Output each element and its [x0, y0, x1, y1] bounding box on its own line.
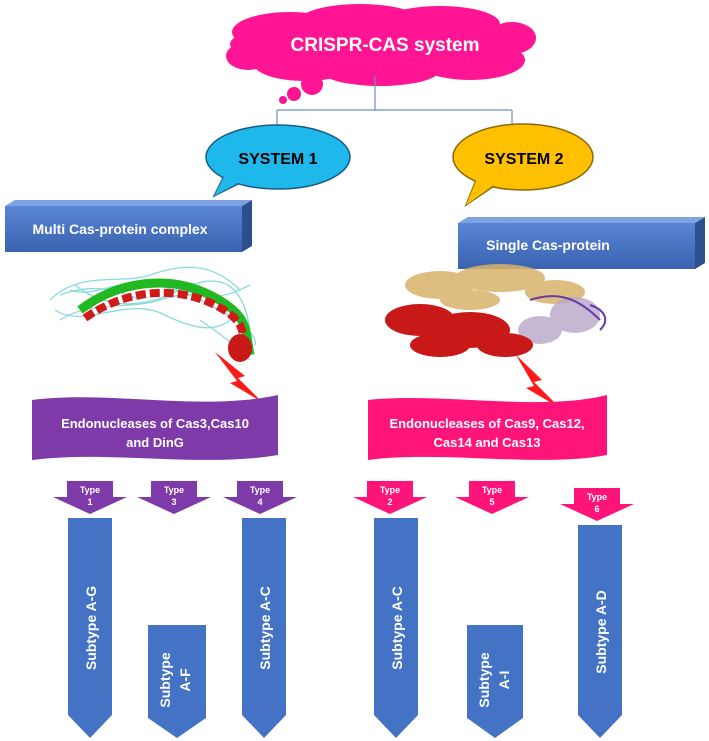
- protein-structure-1: [49, 266, 256, 366]
- type-1-number: 1: [87, 497, 92, 507]
- protein-1-label: Multi Cas-protein complex: [32, 221, 207, 237]
- subtype-box-type-3: Subtype A-F: [148, 625, 206, 738]
- subtype-type-2-label: Subtype A-C: [389, 586, 405, 669]
- subtype-box-type-2: Subtype A-C: [374, 518, 418, 738]
- subtype-type-1-label: Subtype A-G: [83, 586, 99, 670]
- type-6-number: 6: [594, 504, 599, 514]
- subtype-box-type-4: Subtype A-C: [242, 518, 286, 738]
- type-2-label: Type: [380, 485, 400, 495]
- endonuclease-banner-1: Endonucleases of Cas3,Cas10 and DinG: [32, 395, 278, 460]
- type-2-arrow: Type 2: [353, 481, 427, 514]
- type-3-arrow: Type 3: [137, 481, 211, 514]
- lightning-bolt-2: [516, 355, 560, 408]
- protein-2-label: Single Cas-protein: [486, 237, 610, 253]
- type-6-arrow: Type 6: [560, 488, 634, 521]
- subtype-box-type-1: Subtype A-G: [68, 518, 112, 738]
- subtype-type-3-label: Subtype: [157, 652, 173, 707]
- subtype-box-type-5: Subtype A-I: [467, 625, 523, 738]
- title-cloud: CRISPR-CAS system: [226, 4, 536, 104]
- type-6-label: Type: [587, 492, 607, 502]
- endonuclease-1-line-2: and DinG: [126, 435, 184, 450]
- subtype-type-4-label: Subtype A-C: [257, 586, 273, 669]
- type-4-label: Type: [250, 485, 270, 495]
- endonuclease-2-line-2: Cas14 and Cas13: [434, 435, 541, 450]
- type-1-arrow: Type 1: [53, 481, 127, 514]
- type-4-arrow: Type 4: [223, 481, 297, 514]
- type-1-label: Type: [80, 485, 100, 495]
- title-text: CRISPR-CAS system: [291, 35, 480, 56]
- endonuclease-banner-2: Endonucleases of Cas9, Cas12, Cas14 and …: [368, 395, 607, 460]
- system-2-label: SYSTEM 2: [484, 151, 563, 168]
- subtype-type-5-sub: A-I: [496, 671, 512, 690]
- endonuclease-1-line-1: Endonucleases of Cas3,Cas10: [61, 416, 249, 431]
- type-5-label: Type: [482, 485, 502, 495]
- subtype-type-3-sub: A-F: [177, 668, 193, 692]
- type-4-number: 4: [257, 497, 262, 507]
- protein-box-1: Multi Cas-protein complex: [5, 200, 252, 252]
- subtype-type-5-label: Subtype: [476, 652, 492, 707]
- type-3-number: 3: [171, 497, 176, 507]
- protein-structure-2: [385, 264, 607, 357]
- type-2-number: 2: [387, 497, 392, 507]
- type-5-number: 5: [489, 497, 494, 507]
- subtype-box-type-6: Subtype A-D: [578, 525, 622, 738]
- type-5-arrow: Type 5: [455, 481, 529, 514]
- protein-box-2: Single Cas-protein: [458, 217, 705, 269]
- subtype-type-6-label: Subtype A-D: [593, 590, 609, 673]
- system-2-bubble: SYSTEM 2: [452, 123, 594, 207]
- endonuclease-2-line-1: Endonucleases of Cas9, Cas12,: [389, 416, 584, 431]
- system-1-label: SYSTEM 1: [238, 151, 317, 168]
- lightning-bolt-1: [215, 352, 262, 402]
- system-1-bubble: SYSTEM 1: [205, 124, 351, 198]
- type-3-label: Type: [164, 485, 184, 495]
